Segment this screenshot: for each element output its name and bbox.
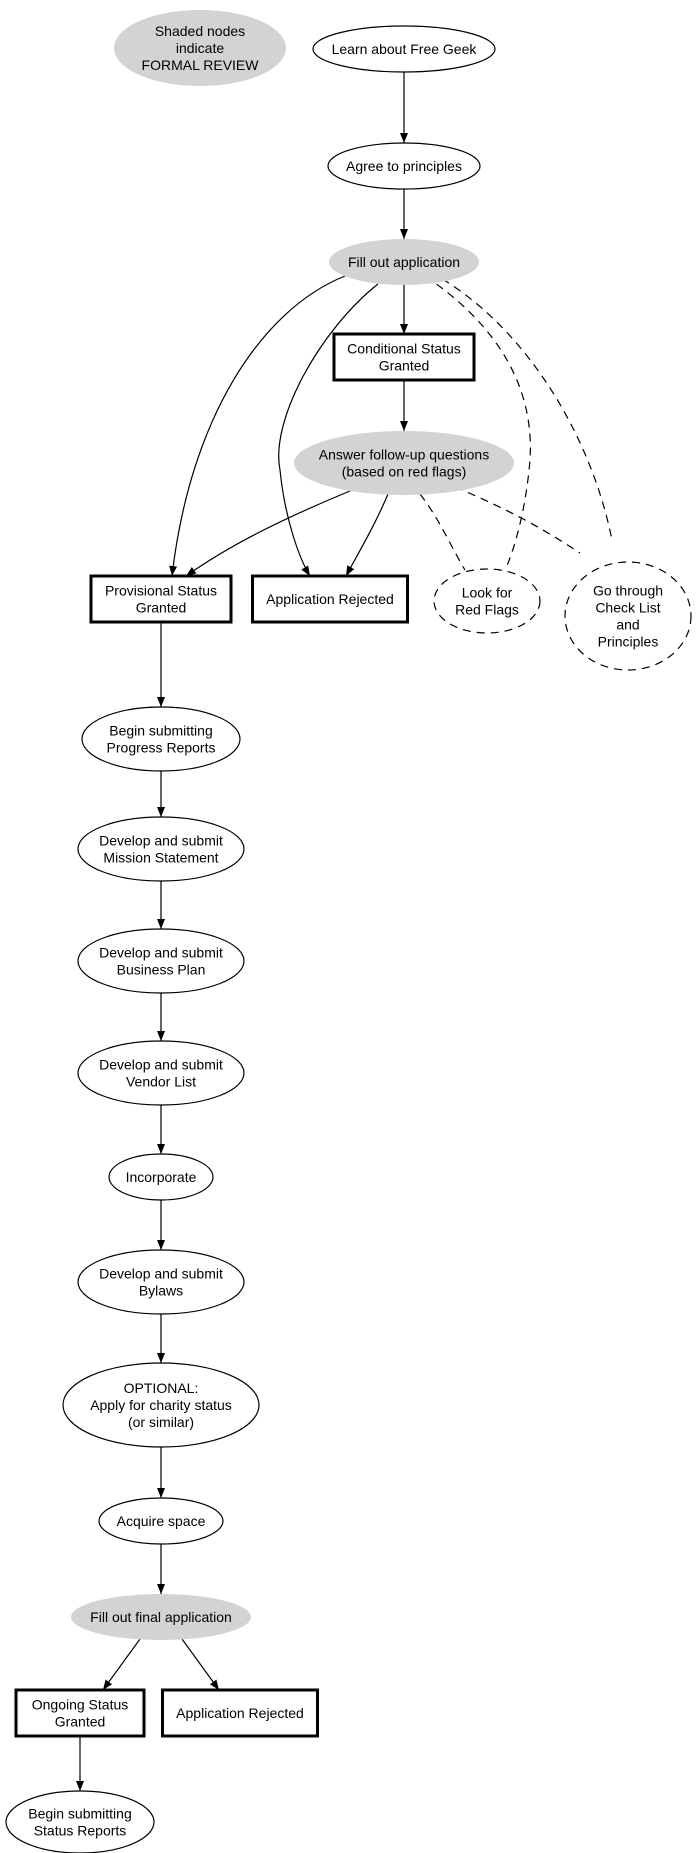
node-rejected1: Application Rejected: [251, 574, 409, 624]
node-agree: Agree to principles: [327, 142, 481, 190]
node-conditional-shape: [332, 332, 476, 382]
node-redflags-shape: [433, 568, 541, 634]
node-business-label-line: Business Plan: [117, 962, 206, 978]
edge-answer-to-checklist: [454, 486, 581, 554]
node-bylaws-label-line: Develop and submit: [99, 1266, 223, 1282]
node-charity-label-line: OPTIONAL:: [124, 1380, 199, 1396]
edge-answer-to-provisional: [185, 490, 351, 577]
node-redflags-label-line: Look for: [462, 585, 513, 601]
edges-layer: [76, 72, 613, 1791]
node-rejected2: Application Rejected: [161, 1688, 319, 1738]
node-progress-shape: [81, 706, 241, 772]
node-bylaws-shape: [77, 1249, 245, 1315]
node-answer-shape: [294, 431, 514, 495]
node-status-reports-label-line: Begin submitting: [28, 1806, 132, 1822]
node-rejected1-label-line: Application Rejected: [266, 591, 394, 607]
node-vendor-shape: [77, 1040, 245, 1106]
node-final-app: Fill out final application: [71, 1594, 251, 1640]
node-rejected2-shape: [161, 1688, 319, 1738]
node-space-shape: [98, 1497, 224, 1545]
node-checklist-label-line: and: [616, 617, 639, 633]
node-mission-label-line: Develop and submit: [99, 833, 223, 849]
edge-fill-app-to-rejected1: [278, 283, 379, 577]
node-space-label-line: Acquire space: [117, 1513, 206, 1529]
node-charity-label-line: Apply for charity status: [90, 1397, 232, 1413]
edge-final-app-to-rejected2: [181, 1638, 220, 1691]
legend-label-line: FORMAL REVIEW: [142, 57, 260, 73]
node-charity-shape: [62, 1362, 260, 1448]
node-status-reports-shape: [5, 1790, 155, 1853]
node-provisional-shape: [89, 574, 233, 624]
edge-final-app-to-ongoing: [102, 1638, 141, 1691]
node-business-shape: [77, 928, 245, 994]
node-answer-label-line: Answer follow-up questions: [319, 447, 489, 463]
node-redflags-label-line: Red Flags: [455, 602, 519, 618]
node-bylaws-label-line: Bylaws: [139, 1283, 183, 1299]
node-ongoing-label-line: Ongoing Status: [32, 1697, 129, 1713]
node-fill-app-label-line: Fill out application: [348, 254, 460, 270]
node-progress-label-line: Begin submitting: [109, 723, 213, 739]
node-progress-label-line: Progress Reports: [107, 740, 216, 756]
node-charity: OPTIONAL:Apply for charity status(or sim…: [62, 1362, 260, 1448]
node-rejected1-shape: [251, 574, 409, 624]
node-fill-app-shape: [329, 239, 479, 285]
node-final-app-shape: [71, 1594, 251, 1640]
node-final-app-label-line: Fill out final application: [90, 1609, 232, 1625]
node-mission-shape: [77, 816, 245, 882]
node-agree-label-line: Agree to principles: [346, 158, 462, 174]
node-business-label-line: Develop and submit: [99, 945, 223, 961]
node-answer-label-line: (based on red flags): [342, 464, 467, 480]
edge-answer-to-rejected1: [345, 493, 389, 577]
node-provisional-label-line: Provisional Status: [105, 583, 217, 599]
node-rejected2-label-line: Application Rejected: [176, 1705, 304, 1721]
node-incorporate-label-line: Incorporate: [126, 1169, 197, 1185]
node-checklist-label-line: Check List: [595, 600, 660, 616]
edge-answer-to-redflags: [419, 493, 466, 571]
node-answer: Answer follow-up questions(based on red …: [294, 431, 514, 495]
node-checklist-label-line: Go through: [593, 583, 663, 599]
node-learn-shape: [312, 25, 496, 73]
node-vendor-label-line: Develop and submit: [99, 1057, 223, 1073]
legend-label-line: indicate: [176, 40, 224, 56]
node-provisional-label-line: Granted: [136, 600, 187, 616]
node-mission-label-line: Mission Statement: [103, 850, 218, 866]
node-checklist-label-line: Principles: [598, 634, 659, 650]
edge-fill-app-to-provisional: [169, 275, 346, 577]
node-agree-shape: [327, 142, 481, 190]
node-learn: Learn about Free Geek: [312, 25, 496, 73]
node-conditional-label-line: Granted: [379, 358, 430, 374]
node-ongoing-label-line: Granted: [55, 1714, 106, 1730]
node-incorporate-shape: [108, 1153, 214, 1201]
node-fill-app: Fill out application: [329, 239, 479, 285]
node-space: Acquire space: [98, 1497, 224, 1545]
node-ongoing-shape: [14, 1688, 146, 1738]
node-learn-label-line: Learn about Free Geek: [332, 41, 478, 57]
node-charity-label-line: (or similar): [128, 1414, 194, 1430]
node-incorporate: Incorporate: [108, 1153, 214, 1201]
node-status-reports-label-line: Status Reports: [34, 1823, 127, 1839]
legend-ellipse: [114, 10, 286, 86]
node-vendor-label-line: Vendor List: [126, 1074, 196, 1090]
node-checklist-shape: [564, 561, 692, 671]
node-conditional-label-line: Conditional Status: [347, 341, 461, 357]
edge-fill-app-to-redflags: [424, 275, 531, 571]
edge-fill-app-to-checklist: [429, 271, 613, 541]
legend-label-line: Shaded nodes: [155, 23, 245, 39]
